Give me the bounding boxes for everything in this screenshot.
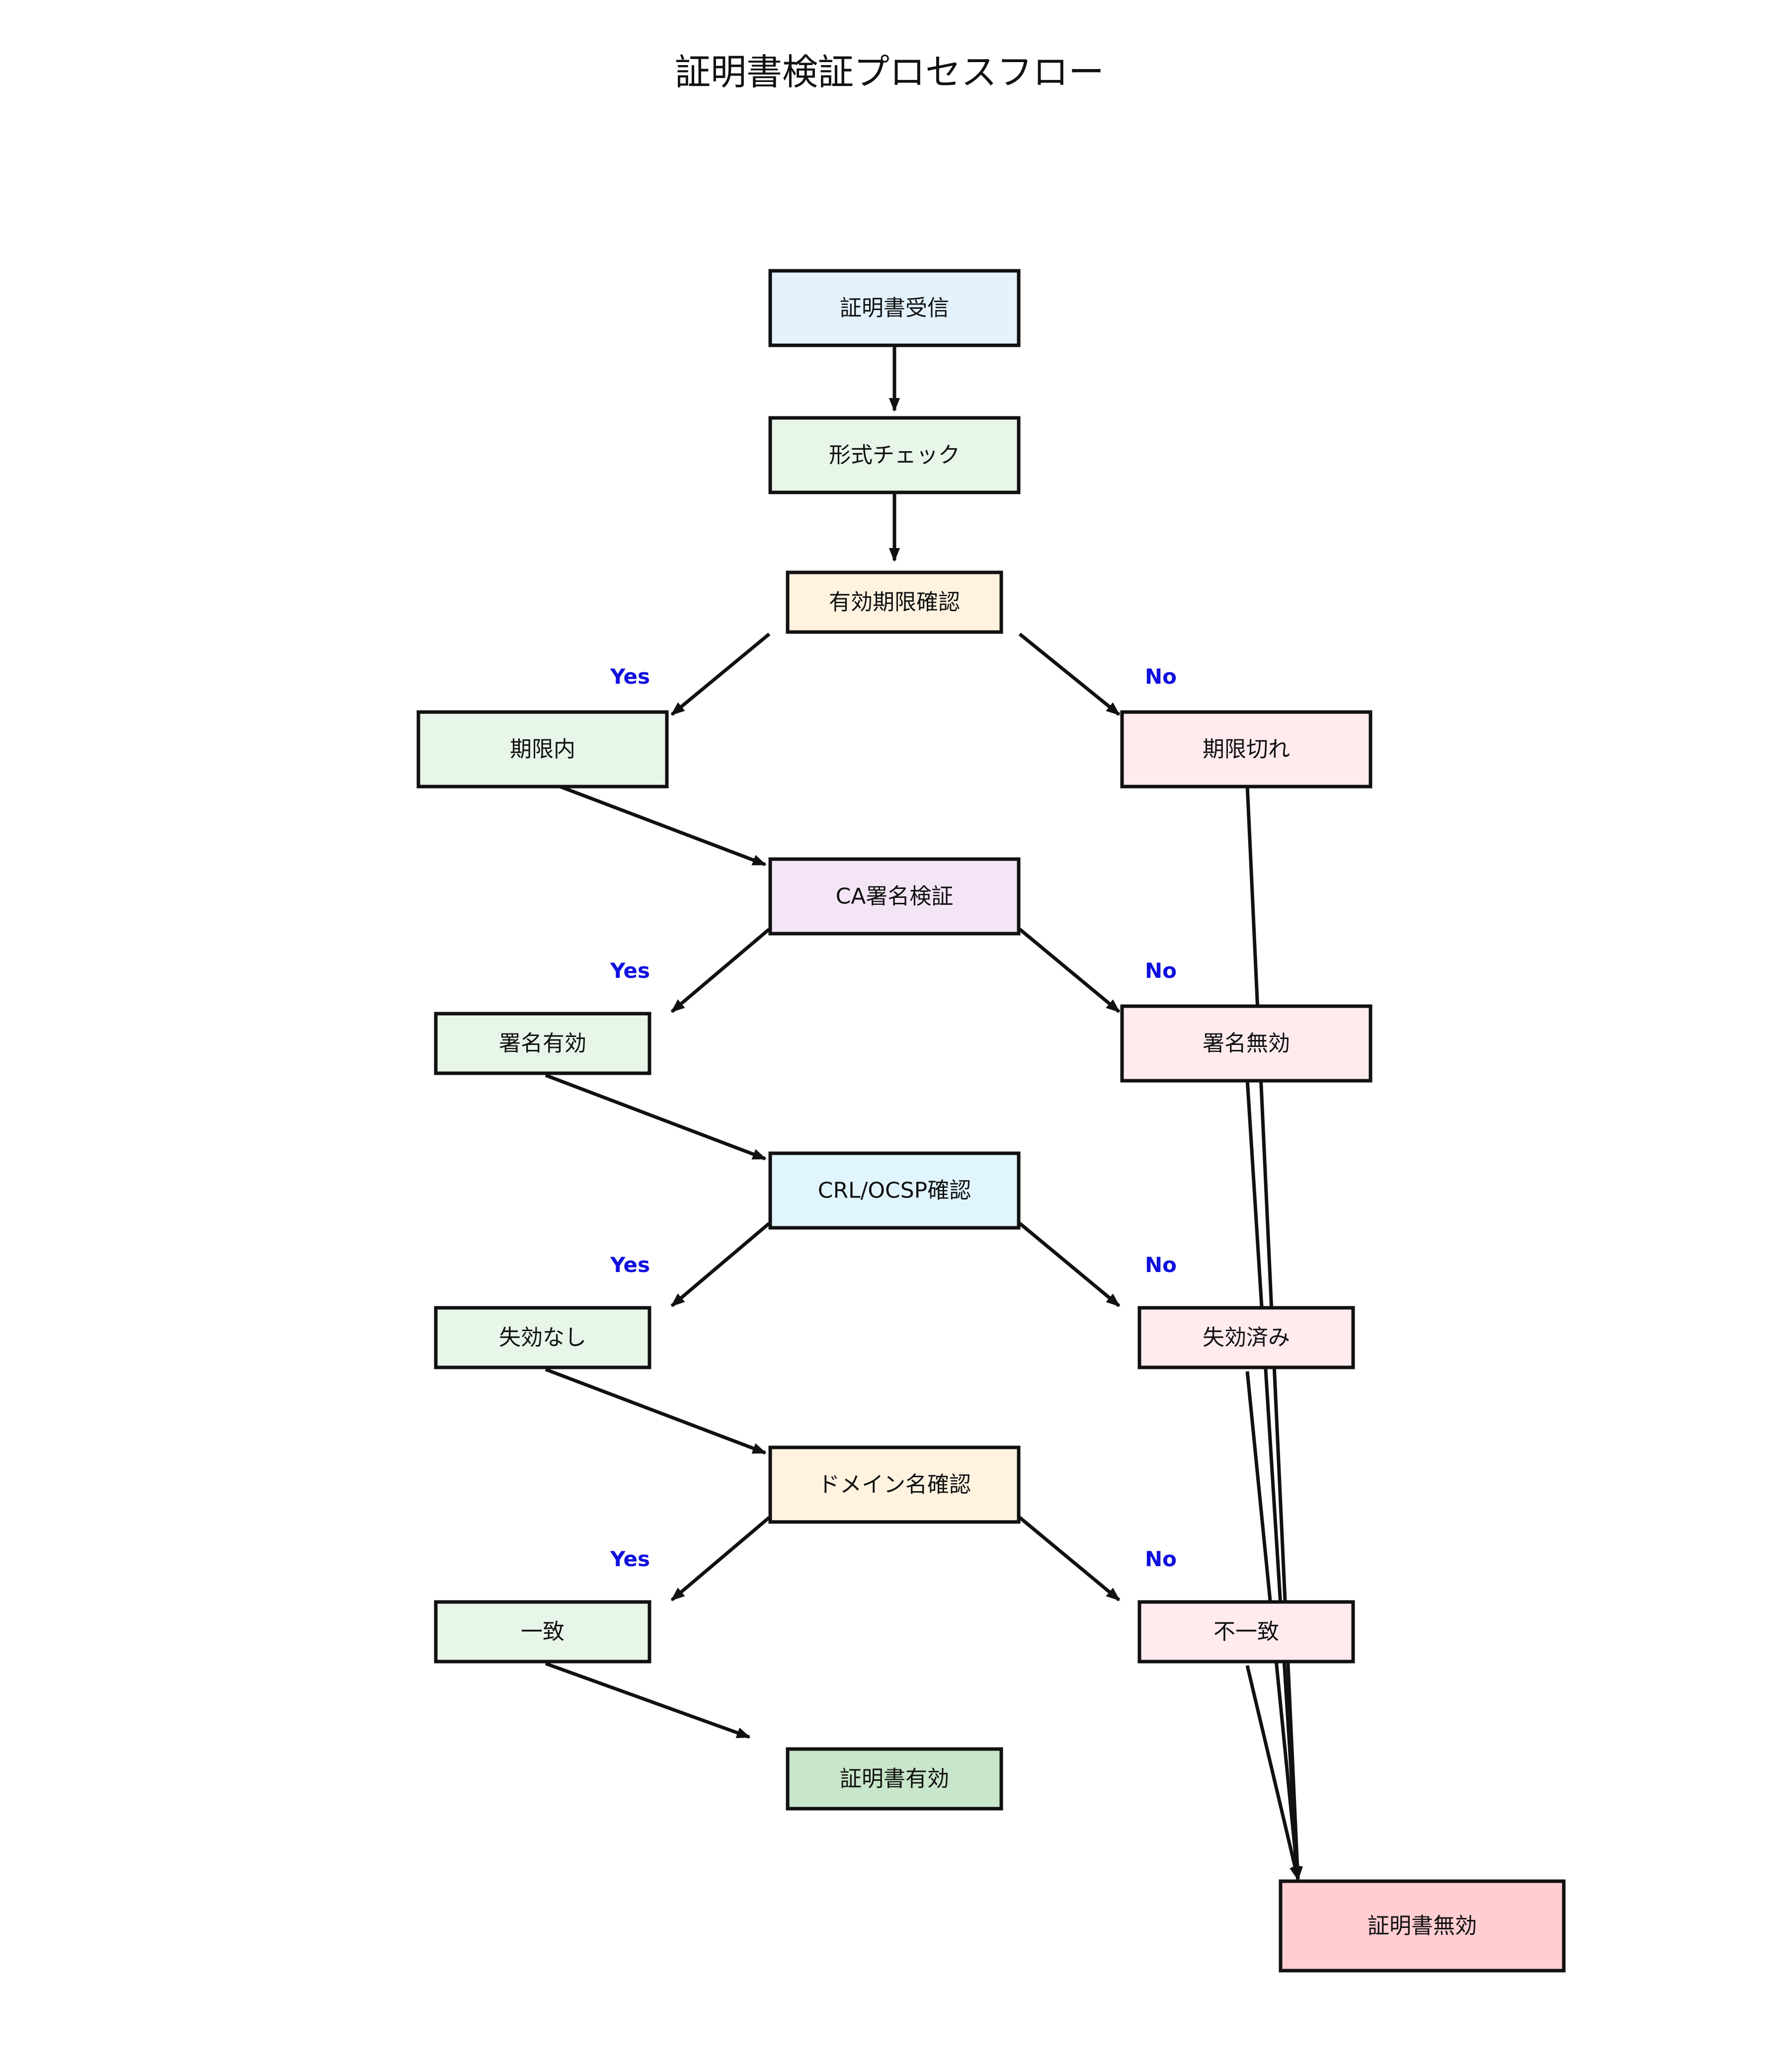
node-format: 形式チェック — [768, 416, 1021, 494]
node-label: 失効なし — [499, 1325, 586, 1351]
edge-in_period-to-ca_sig — [545, 779, 767, 867]
node-label: 失効済み — [1203, 1325, 1290, 1351]
edge-crl-to-not_revoked — [670, 1222, 771, 1307]
node-box — [768, 416, 1021, 494]
node-not-revoked: 失効なし — [434, 1306, 651, 1369]
branch-label-no: No — [1145, 1547, 1177, 1571]
edge-sig_valid-to-crl — [545, 1073, 767, 1161]
node-domain: ドメイン名確認 — [768, 1445, 1021, 1524]
node-ca-sig: CA署名検証 — [768, 857, 1021, 936]
node-revoked: 失効済み — [1137, 1306, 1355, 1369]
node-box — [1137, 1600, 1355, 1664]
node-label: 形式チェック — [829, 443, 960, 468]
edge-ca_sig-to-sig_valid — [670, 928, 771, 1013]
diagram-title: 証明書検証プロセスフロー — [675, 51, 1104, 93]
node-box — [1137, 1306, 1355, 1369]
edge-expiry-to-expired — [1018, 633, 1121, 716]
edge-mismatch-to-cert_invalid — [1245, 1665, 1301, 1881]
node-cert-invalid: 証明書無効 — [1279, 1879, 1566, 1973]
node-box — [1279, 1879, 1566, 1973]
node-label: 署名無効 — [1203, 1031, 1290, 1056]
node-label: 有効期限確認 — [829, 590, 960, 615]
edge-expiry-to-in_period — [670, 633, 771, 716]
node-box — [768, 1151, 1021, 1230]
node-label: 署名有効 — [499, 1031, 586, 1056]
node-box — [786, 1747, 1003, 1811]
node-label: 一致 — [521, 1619, 564, 1645]
edge-ca_sig-to-sig_invalid — [1018, 928, 1121, 1013]
branch-label-no: No — [1145, 664, 1177, 689]
node-match: 一致 — [434, 1600, 651, 1664]
branch-label-no: No — [1145, 1253, 1177, 1277]
node-expiry: 有効期限確認 — [786, 570, 1003, 634]
branch-label-yes: Yes — [610, 958, 650, 983]
edge-match-to-cert_valid — [545, 1662, 751, 1739]
node-box — [768, 269, 1021, 347]
node-label: 期限内 — [510, 737, 575, 762]
edge-crl-to-revoked — [1018, 1222, 1121, 1307]
node-expired: 期限切れ — [1120, 710, 1372, 789]
edge-sig_invalid-to-cert_invalid — [1245, 1079, 1303, 1881]
node-box — [1120, 710, 1372, 789]
node-mismatch: 不一致 — [1137, 1600, 1355, 1664]
branch-label-yes: Yes — [610, 1253, 650, 1277]
node-box — [434, 1600, 651, 1664]
node-label: 証明書無効 — [1368, 1913, 1477, 1939]
node-box — [768, 1445, 1021, 1524]
node-box — [434, 1012, 651, 1075]
branch-label-yes: Yes — [610, 1547, 650, 1571]
node-box — [768, 857, 1021, 936]
edge-not_revoked-to-domain — [545, 1367, 767, 1455]
edge-domain-to-match — [670, 1516, 771, 1601]
node-box — [434, 1306, 651, 1369]
node-label: CRL/OCSP確認 — [818, 1178, 971, 1203]
node-receive: 証明書受信 — [768, 269, 1021, 347]
node-label: CA署名検証 — [836, 884, 954, 909]
node-in-period: 期限内 — [416, 710, 669, 789]
node-box — [786, 570, 1003, 634]
node-box — [416, 710, 669, 789]
branch-label-yes: Yes — [610, 664, 650, 689]
node-label: 証明書受信 — [840, 296, 949, 321]
node-sig-valid: 署名有効 — [434, 1012, 651, 1075]
node-sig-invalid: 署名無効 — [1120, 1004, 1372, 1083]
node-label: ドメイン名確認 — [818, 1472, 971, 1498]
branch-label-no: No — [1145, 958, 1177, 983]
node-label: 証明書有効 — [840, 1766, 949, 1792]
node-box — [1120, 1004, 1372, 1083]
node-cert-valid: 証明書有効 — [786, 1747, 1003, 1811]
node-label: 不一致 — [1213, 1619, 1279, 1645]
node-label: 期限切れ — [1203, 737, 1290, 762]
node-crl: CRL/OCSP確認 — [768, 1151, 1021, 1230]
edge-domain-to-mismatch — [1018, 1516, 1121, 1601]
